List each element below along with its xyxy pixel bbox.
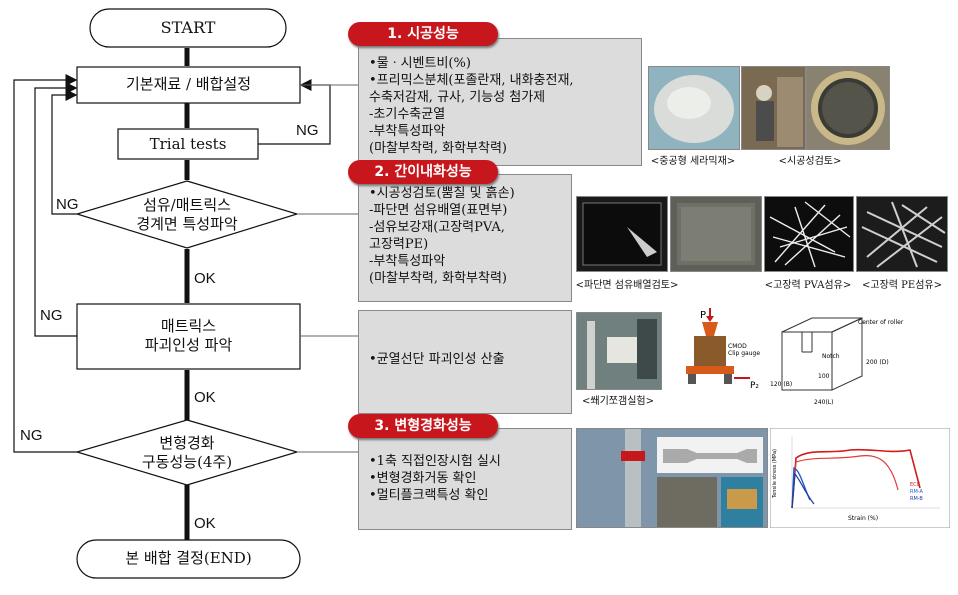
matrix-line2: 파괴인성 파악 (144, 336, 233, 354)
caption-fracture-fiber: <파단면 섬유배열검토> (575, 280, 679, 291)
section-2-box: •시공성검토(뿜칠 및 흙손) -파단면 섬유배열(표면부) -섬유보강재(고장… (358, 174, 572, 302)
fracture-surface-photo-dark (576, 196, 668, 272)
label-p: P (700, 310, 706, 321)
start-label: START (160, 18, 216, 37)
section-2-item: •시공성검토(뿜칠 및 흙손) (369, 186, 515, 201)
caption-pva-fiber: <고장력 PVA섬유> (764, 280, 852, 291)
section-4-box: •1축 직접인장시험 실시 •변형경화거동 확인 •멀티플크랙특성 확인 (358, 428, 572, 530)
section-1-item: -초기수축균열 (369, 107, 446, 122)
section-2-item: -부착특성파악 (369, 254, 446, 269)
caption-wedge-splitting: <쐐기쪼갬실험> (582, 396, 654, 407)
end-label: 본 배합 결정(END) (125, 549, 252, 567)
label-center-roller: Center of roller (858, 319, 904, 326)
section-1-item: -부착특성파악 (369, 124, 446, 139)
section-1-item: 수축저감재, 규사, 기능성 첨가제 (369, 90, 546, 105)
chart-xlabel: Strain (%) (848, 515, 878, 522)
basic-label: 기본재료 / 배합설정 (126, 75, 251, 93)
fracture-surface-photo-gray (670, 196, 762, 272)
end-terminal (76, 539, 301, 579)
ng-label-trial: NG (296, 122, 319, 139)
decision-1-shape (74, 180, 300, 249)
ng-label-decision2: NG (20, 427, 43, 444)
pe-fiber-photo (856, 196, 948, 272)
section-2-item: (마찰부착력, 화학부착력) (369, 271, 508, 286)
ng-label-decision1: NG (56, 196, 79, 213)
label-pz: P₂ (750, 381, 759, 391)
label-clip: Clip gauge (728, 350, 760, 357)
trial-process (117, 128, 259, 160)
start-terminal (89, 8, 287, 48)
matrix-line1: 매트릭스 (160, 317, 217, 335)
stress-strain-chart: Tensile stress (MPa) Strain (%) ECC RM-A… (770, 428, 950, 528)
ok-label-3: OK (194, 515, 216, 532)
caption-construction: <시공성검토> (778, 156, 842, 167)
matrix-label: 매트릭스 파괴인성 파악 (77, 317, 300, 355)
chart-ylabel: Tensile stress (MPa) (772, 449, 778, 499)
caption-hollow-ceramic: <중공형 세라믹재> (650, 156, 736, 167)
hollow-ceramic-photo (648, 66, 740, 150)
ng-label-matrix: NG (40, 307, 63, 324)
decision-2-line2: 구동성능(4주) (141, 453, 233, 471)
section-3-box: •균열선단 파괴인성 산출 (358, 310, 572, 414)
section-4-item: •변형경화거동 확인 (369, 471, 477, 486)
section-3-item: •균열선단 파괴인성 산출 (369, 352, 505, 367)
ok-label-1: OK (194, 270, 216, 287)
section-3-banner: 3. 변형경화성능 (348, 414, 498, 438)
label-200d: 200 (D) (866, 359, 889, 366)
label-notch: Notch (822, 353, 840, 360)
section-1-item: •프리믹스분체(포졸란재, 내화충전재, (369, 73, 574, 88)
decision-2-shape (74, 419, 300, 486)
decision-1-line2: 경계면 특성파악 (136, 215, 238, 233)
label-cmod: CMOD (728, 343, 747, 350)
section-1-item: •물ㆍ시벤트비(%) (369, 56, 471, 71)
section-2-banner: 2. 간이내화성능 (348, 160, 498, 184)
section-1-banner: 1. 시공성능 (348, 22, 498, 46)
section-2-item: -파단면 섬유배열(표면부) (369, 203, 508, 218)
label-240l: 240(L) (814, 399, 833, 406)
decision-1-line1: 섬유/매트릭스 (143, 196, 231, 214)
legend-ecc: ECC (910, 482, 921, 488)
pva-fiber-photo (764, 196, 854, 272)
decision-2-line1: 변형경화 (159, 434, 215, 452)
construction-photo-disc (806, 66, 890, 150)
section-4-item: •1축 직접인장시험 실시 (369, 454, 501, 469)
label-100: 100 (818, 373, 830, 380)
ok-label-2: OK (194, 389, 216, 406)
section-2-item: 고장력PE) (369, 237, 429, 252)
decision-1-label: 섬유/매트릭스 경계면 특성파악 (110, 196, 264, 234)
label-120b: 120 (B) (770, 381, 792, 388)
construction-photo-person (741, 66, 806, 150)
wedge-splitting-photo (576, 312, 662, 390)
legend-rm-b: RM-B (910, 496, 923, 502)
legend-rm-a: RM-A (910, 489, 923, 495)
section-1-box: •물ㆍ시벤트비(%) •프리믹스분체(포졸란재, 내화충전재, 수축저감재, 규… (358, 38, 642, 166)
section-2-item: -섬유보강재(고장력PVA, (369, 220, 505, 235)
tension-test-photo (576, 428, 768, 528)
trial-label: Trial tests (149, 135, 227, 153)
caption-pe-fiber: <고장력 PE섬유> (862, 280, 942, 291)
specimen-dimension-drawing: Center of roller Notch 200 (D) 100 120 (… (770, 317, 904, 406)
decision-2-label: 변형경화 구동성능(4주) (110, 434, 264, 472)
section-1-item: (마찰부착력, 화학부착력) (369, 141, 508, 156)
wedge-splitting-schematic: P P₂ CMOD Clip gauge (686, 308, 760, 391)
section-4-item: •멀티플크랙특성 확인 (369, 488, 489, 503)
